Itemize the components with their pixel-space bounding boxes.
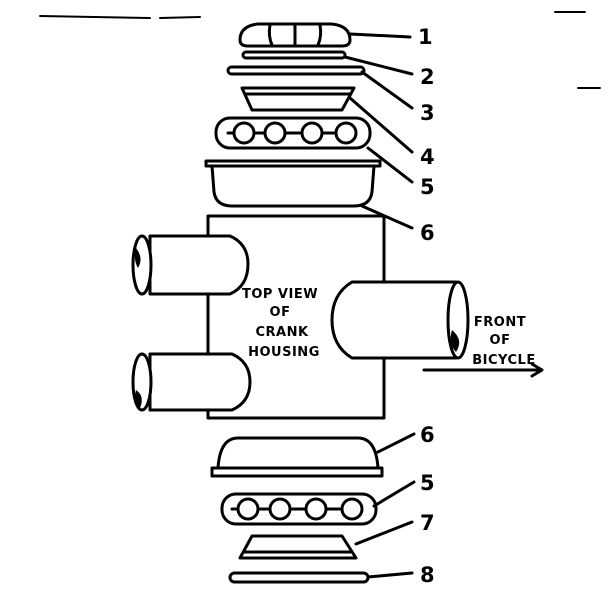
part-1-lock-nut xyxy=(238,22,352,48)
part-3-washer xyxy=(226,65,366,76)
callout-4: 4 xyxy=(420,145,435,169)
direction-label: FRONT OF BICYCLE xyxy=(472,315,535,368)
scan-marks xyxy=(39,11,601,89)
housing-label-line-3: CRANK xyxy=(255,325,308,340)
part-6-cup-bottom xyxy=(210,436,384,478)
frame-tube-upper-left xyxy=(131,234,250,296)
direction-label-line-1: FRONT xyxy=(474,315,526,330)
part-5-bearing-bottom xyxy=(220,492,378,526)
callout-5-top: 5 xyxy=(420,175,435,199)
housing-label-line-1: TOP VIEW xyxy=(242,287,318,302)
callout-7: 7 xyxy=(420,511,435,535)
part-2-washer xyxy=(241,50,347,60)
part-5-bearing-top xyxy=(214,116,372,150)
callout-numbers: 1 2 3 4 5 6 6 5 7 8 xyxy=(418,25,435,587)
callout-6-top: 6 xyxy=(420,221,435,245)
housing-label-line-4: HOUSING xyxy=(248,345,320,360)
leader-lines xyxy=(343,32,416,579)
callout-2: 2 xyxy=(420,65,435,89)
direction-arrow-icon xyxy=(422,362,544,378)
housing-label: TOP VIEW OF CRANK HOUSING xyxy=(242,287,320,360)
frame-tube-right xyxy=(330,280,470,360)
part-7-cone xyxy=(238,534,358,560)
part-6-cup-top xyxy=(204,159,382,208)
callout-3: 3 xyxy=(420,101,435,125)
callout-6-bottom: 6 xyxy=(420,423,435,447)
callout-8: 8 xyxy=(420,563,435,587)
direction-label-line-2: OF xyxy=(490,333,511,348)
housing-label-line-2: OF xyxy=(270,305,291,320)
frame-tube-lower-left xyxy=(131,352,252,412)
callout-1: 1 xyxy=(418,25,433,49)
callout-5-bottom: 5 xyxy=(420,471,435,495)
part-8-washer xyxy=(228,571,370,584)
part-4-cone xyxy=(240,86,356,112)
direction-label-line-3: BICYCLE xyxy=(472,353,535,368)
